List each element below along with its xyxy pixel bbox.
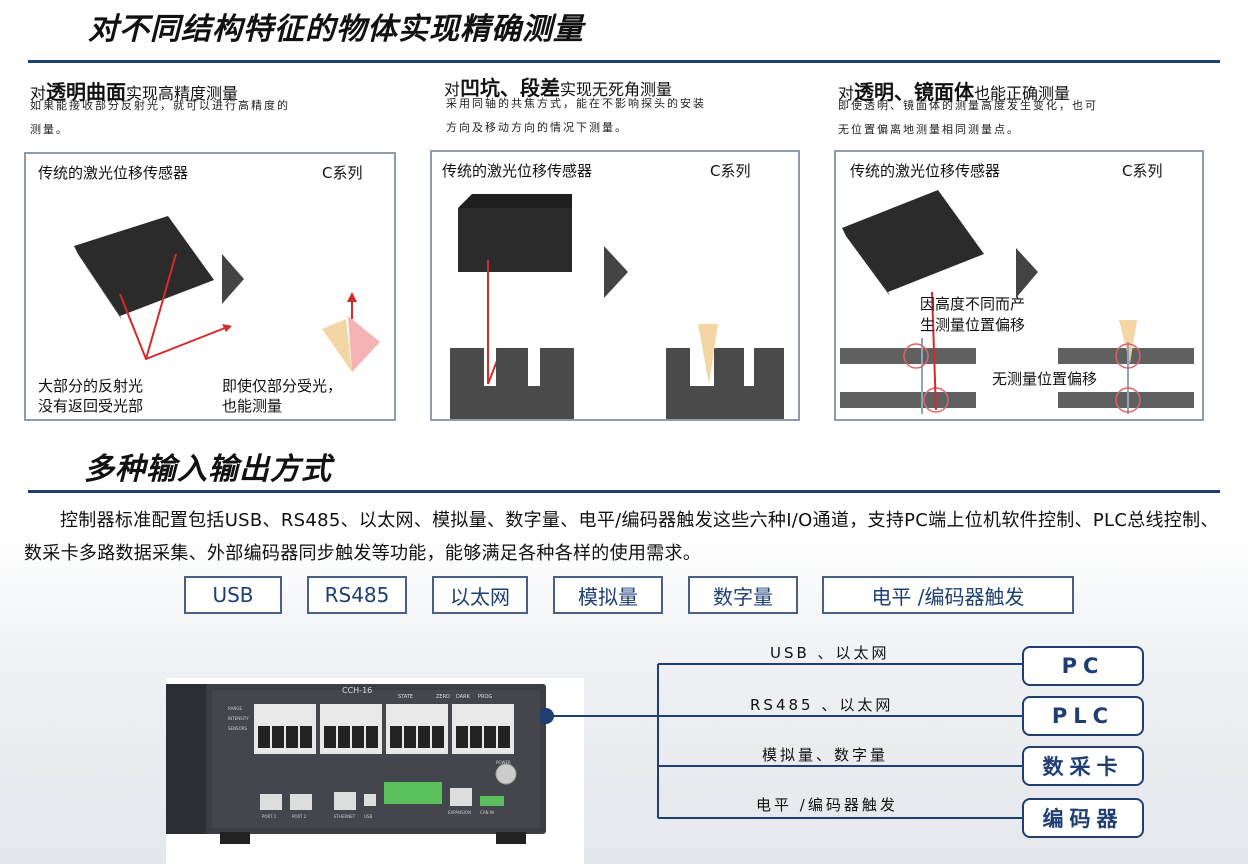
col1-title-suffix: 实现高精度测量	[126, 84, 239, 103]
device-port-1: PORT 1	[262, 814, 277, 819]
panel3-note-right: 无测量位置偏移	[992, 370, 1098, 388]
device-led-prog: PROG	[478, 694, 493, 700]
col1-title-prefix: 对	[30, 84, 47, 103]
sensor-head-traditional	[74, 216, 214, 320]
panel2-right-label: C系列	[710, 162, 751, 180]
io-channel-ethernet: 以太网	[432, 576, 528, 614]
io-channel-analog: 模拟量	[553, 576, 663, 614]
target-pc: PC	[1022, 646, 1144, 686]
device-port-usb: USB	[364, 814, 373, 819]
device-port-2: PORT 2	[292, 814, 307, 819]
device-port-can: CAN IN	[480, 810, 494, 815]
col2-title-main: 凹坑、段差	[460, 76, 561, 100]
col2-title-prefix: 对	[444, 80, 461, 99]
controller-illustration	[166, 684, 546, 844]
section2-rule	[28, 490, 1220, 493]
panel2-left-label: 传统的激光位移传感器	[442, 162, 593, 180]
target-daq-card: 数采卡	[1022, 746, 1144, 786]
panel3-note-left: 因高度不同而产 生测量位置偏移	[920, 295, 1026, 334]
section1-title: 对不同结构特征的物体实现精确测量	[88, 12, 584, 47]
io-channel-rs485: RS485	[307, 576, 407, 614]
col2-title-suffix: 实现无死角测量	[560, 80, 673, 99]
device-port-ethernet: ETHERNET	[334, 814, 356, 819]
arrow-right-icon	[1016, 248, 1038, 298]
controller-device: CCH-16 STATE ZERO DARK PROG RANGE INTENS…	[166, 678, 584, 864]
panel1-right-label: C系列	[322, 164, 363, 182]
panel1-note-left: 大部分的反射光 没有返回受光部	[38, 377, 144, 415]
arrow-right-icon	[604, 246, 628, 298]
io-channel-digital: 数字量	[688, 576, 798, 614]
panel1-note-right: 即使仅部分受光， 也能测量	[222, 377, 343, 415]
device-port-expansion: EXPANSION	[448, 810, 472, 815]
panel1-illustration	[74, 216, 380, 372]
target-encoder: 编码器	[1022, 798, 1144, 838]
panel2-illustration	[450, 194, 784, 419]
col3-title-main: 透明、镜面体	[854, 80, 975, 104]
device-side-range: RANGE	[228, 706, 242, 711]
panel1-left-label: 传统的激光位移传感器	[38, 164, 189, 182]
device-led-dark: DARK	[456, 694, 470, 700]
col3-title: 对透明、镜面体也能正确测量	[838, 76, 1070, 105]
device-side-intensity: INTENSITY	[228, 716, 249, 721]
arrow-right-icon	[222, 254, 244, 304]
panel-pits-steps: 传统的激光位移传感器 C系列	[430, 150, 800, 421]
io-description: 控制器标准配置包括USB、RS485、以太网、模拟量、数字量、电平/编码器触发这…	[24, 510, 1219, 564]
connector-dot	[540, 708, 554, 724]
device-side-sensors: SENSORS	[228, 726, 248, 731]
line-label-analog: 模拟量、数字量	[762, 746, 889, 764]
panel3-right-label: C系列	[1122, 162, 1163, 180]
col2-title: 对凹坑、段差实现无死角测量	[444, 72, 672, 101]
section2-title: 多种输入输出方式	[84, 452, 332, 487]
col3-desc: 即使透明、镜面体的测量高度发生变化，也可无位置偏离地测量相同测量点。	[838, 99, 1098, 136]
device-led-state: STATE	[398, 694, 414, 700]
device-power-label: POWER	[496, 760, 511, 765]
target-plc: PLC	[1022, 696, 1144, 736]
device-led-zero: ZERO	[436, 694, 450, 700]
col3-title-prefix: 对	[838, 84, 855, 103]
line-label-rs485: RS485 、以太网	[750, 696, 894, 714]
col1-title: 对透明曲面实现高精度测量	[30, 76, 238, 105]
col2-desc: 采用同轴的共焦方式，能在不影响探头的安装方向及移动方向的情况下测量。	[446, 97, 706, 134]
connection-lines	[540, 663, 1024, 819]
panel3-illustration	[840, 190, 1194, 414]
io-channel-usb: USB	[184, 576, 282, 614]
section1-rule	[28, 60, 1220, 63]
panel3-left-label: 传统的激光位移传感器	[850, 162, 1001, 180]
col3-title-suffix: 也能正确测量	[974, 84, 1071, 103]
line-label-usb: USB 、以太网	[770, 644, 890, 662]
panel-transparent-mirror: 传统的激光位移传感器 C系列 因高度不同而产 生测量位置偏移 无测量位置偏移	[834, 150, 1204, 421]
col1-desc: 如果能接收部分反射光，就可以进行高精度的测量。	[30, 99, 290, 136]
device-model: CCH-16	[342, 686, 373, 695]
io-channel-trigger: 电平 /编码器触发	[822, 576, 1074, 614]
col1-title-main: 透明曲面	[46, 80, 127, 104]
panel-curved-surface: 传统的激光位移传感器 C系列 大部分的反射光 没有返回受光部 即使仅部分受光， …	[24, 152, 396, 421]
line-label-trigger: 电平 /编码器触发	[756, 796, 898, 814]
